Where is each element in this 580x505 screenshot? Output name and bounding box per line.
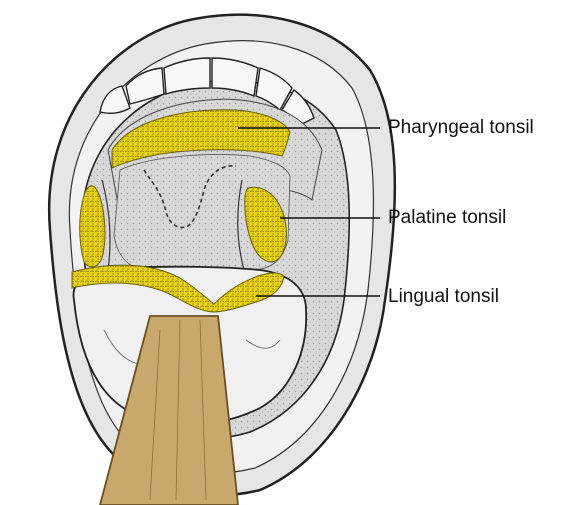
label-lingual-tonsil: Lingual tonsil	[388, 286, 499, 308]
label-pharyngeal-tonsil: Pharyngeal tonsil	[388, 117, 534, 139]
label-palatine-tonsil: Palatine tonsil	[388, 207, 506, 229]
